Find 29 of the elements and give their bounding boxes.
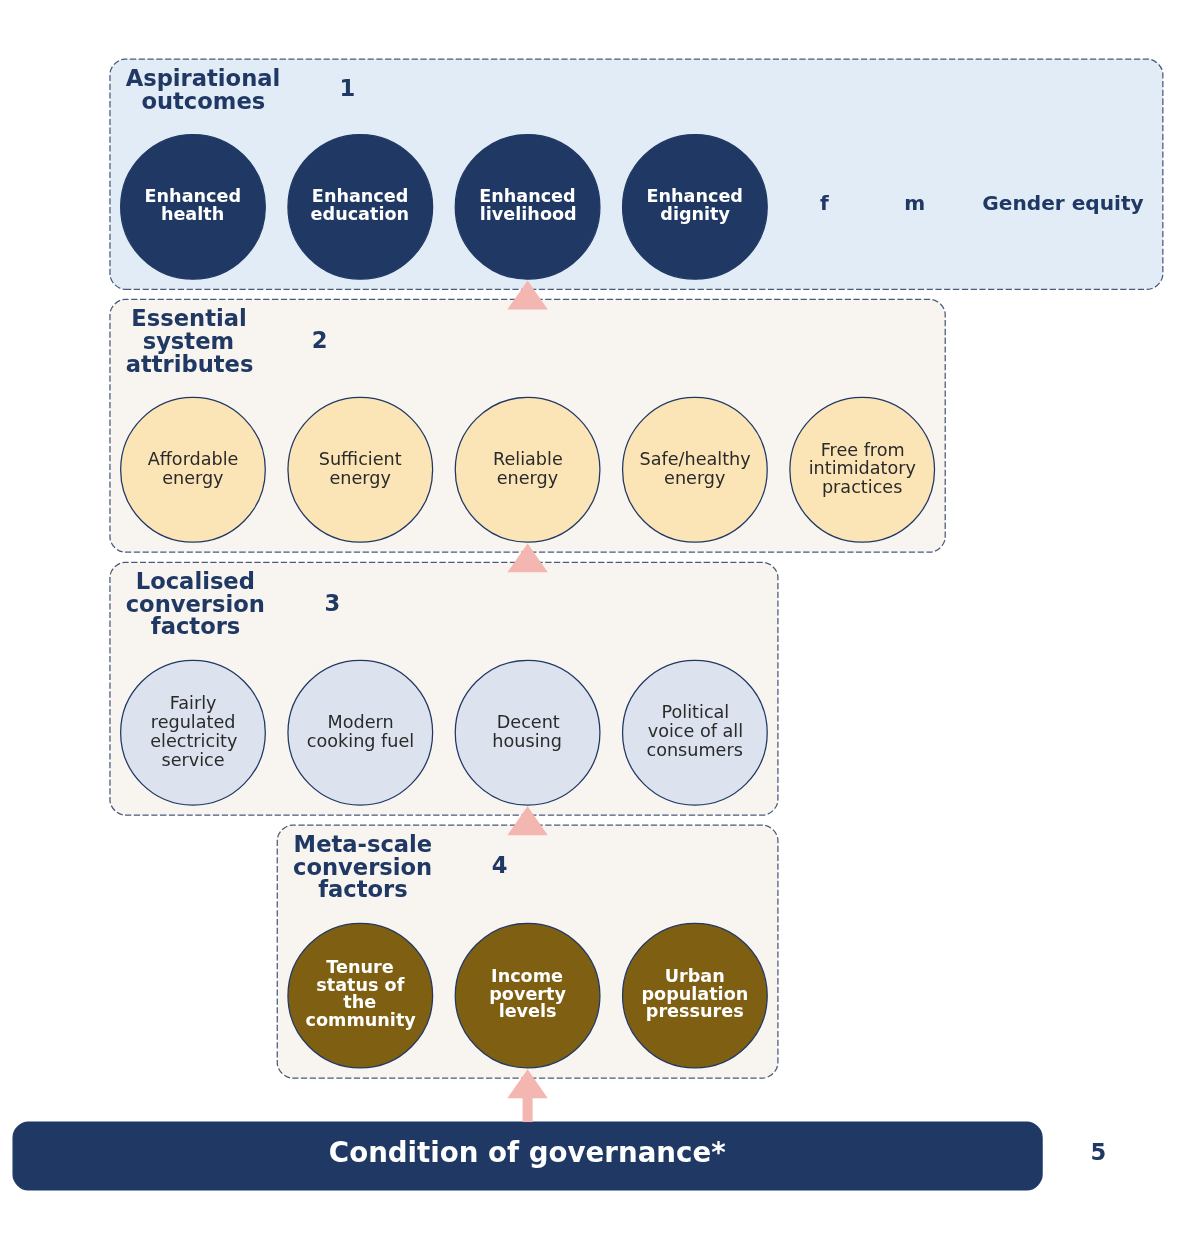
node-circle: Fairly regulated electricity service xyxy=(120,659,266,806)
node-circle: Reliable energy xyxy=(454,396,601,543)
node-circle: Enhanced education xyxy=(287,133,434,280)
arrow xyxy=(507,542,548,572)
node-box: Condition of governance* xyxy=(12,1120,1043,1191)
label: Gender equity xyxy=(982,190,1144,215)
node-circle: Enhanced health xyxy=(120,133,266,280)
node-circle: Decent housing xyxy=(454,659,601,806)
label: f xyxy=(820,190,829,215)
node-circle: Affordable energy xyxy=(120,396,266,543)
node-circle: Modern cooking fuel xyxy=(287,659,434,806)
node-circle: Sufficient energy xyxy=(287,396,434,543)
node-circle: Urban population pressures xyxy=(621,922,768,1069)
node-label: 4 xyxy=(491,851,508,878)
node-circle: Enhanced livelihood xyxy=(454,133,601,280)
arrow xyxy=(507,805,548,835)
node-circle: Political voice of all consumers xyxy=(621,659,768,806)
node-circle: Income poverty levels xyxy=(454,922,601,1069)
node-circle: Enhanced dignity xyxy=(621,133,768,280)
node-label: 5 xyxy=(1090,1138,1107,1165)
arrow xyxy=(507,1068,548,1122)
label: m xyxy=(904,190,926,215)
node-label: 1 xyxy=(339,74,356,101)
node-circle: Free from intimidatory practices xyxy=(789,396,936,543)
node-circle: Tenure status of the community xyxy=(287,922,434,1069)
node-label: 2 xyxy=(311,326,328,353)
node-label: 3 xyxy=(324,589,341,616)
arrow xyxy=(507,280,548,309)
node-circle: Safe/healthy energy xyxy=(621,396,768,543)
